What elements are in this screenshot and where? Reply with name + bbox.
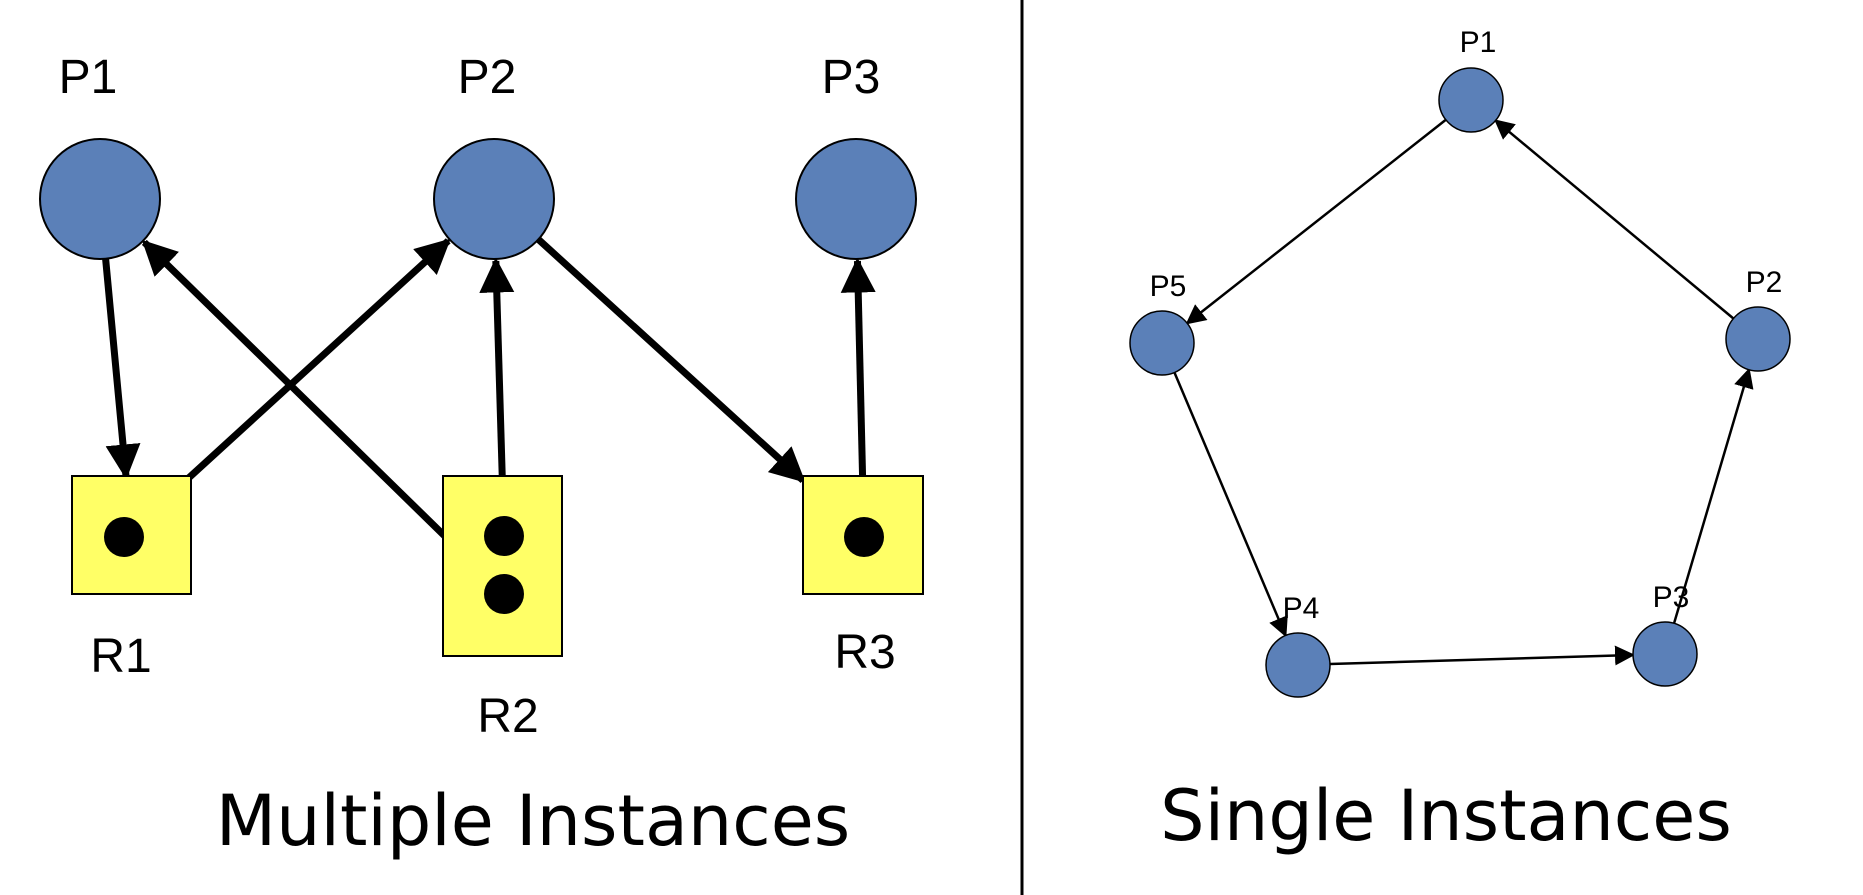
process-p2: P2 [433, 51, 555, 260]
resource-r3: R3 [802, 475, 924, 679]
edge-p3-to-p2 [1672, 367, 1754, 624]
single-process-p4: P4 [1265, 592, 1331, 698]
single-process-p3-label: P3 [1653, 581, 1690, 614]
process-p3: P3 [795, 51, 917, 260]
single-instances-caption: Single Instances [1160, 775, 1732, 857]
edge-p4-to-p3 [1329, 645, 1636, 666]
process-p1-label: P1 [59, 51, 118, 104]
resource-r1-label: R1 [90, 630, 151, 683]
single-process-p5: P5 [1129, 270, 1195, 376]
single-process-p1-node [1438, 67, 1504, 133]
single-process-p1: P1 [1438, 26, 1504, 133]
resource-r2: R2 [442, 475, 563, 743]
multiple-instances-panel: R1 R2 R3 P1 P2 P3 Multiple Instances [39, 51, 924, 862]
single-process-p4-node [1265, 632, 1331, 698]
resource-r1-instance-1 [104, 517, 144, 557]
process-p3-node [795, 138, 917, 260]
single-process-p4-label: P4 [1283, 592, 1320, 625]
edge-p5-to-p4 [1173, 371, 1288, 638]
process-p1-node [39, 138, 161, 260]
process-p1: P1 [39, 51, 161, 260]
edge-p1-to-r1 [102, 258, 141, 480]
single-process-p5-label: P5 [1150, 270, 1187, 303]
process-p2-label: P2 [458, 51, 517, 104]
resource-r1: R1 [71, 475, 192, 683]
edge-p2-to-p1 [1494, 119, 1735, 320]
edge-p1-to-p5 [1185, 118, 1447, 325]
single-process-p3-node [1632, 621, 1698, 687]
process-p3-label: P3 [822, 51, 881, 104]
wait-for-edges [1173, 118, 1754, 666]
single-instances-panel: P1 P2 P3 P4 P5 Single Instances [1129, 26, 1791, 857]
single-process-p3: P3 [1632, 581, 1698, 687]
single-process-p2: P2 [1725, 266, 1791, 372]
process-p2-node [433, 138, 555, 260]
resource-r3-label: R3 [834, 626, 895, 679]
multiple-instances-caption: Multiple Instances [216, 780, 851, 862]
resource-r2-label: R2 [477, 690, 538, 743]
edge-p2-to-r3 [536, 236, 806, 483]
single-process-p1-label: P1 [1460, 26, 1497, 59]
single-process-p2-label: P2 [1746, 266, 1783, 299]
resource-r2-box [442, 475, 563, 657]
resource-r3-instance-1 [844, 517, 884, 557]
resource-r2-instance-2 [484, 574, 524, 614]
single-process-p2-node [1725, 306, 1791, 372]
single-process-p5-node [1129, 310, 1195, 376]
resource-r2-instance-1 [484, 516, 524, 556]
